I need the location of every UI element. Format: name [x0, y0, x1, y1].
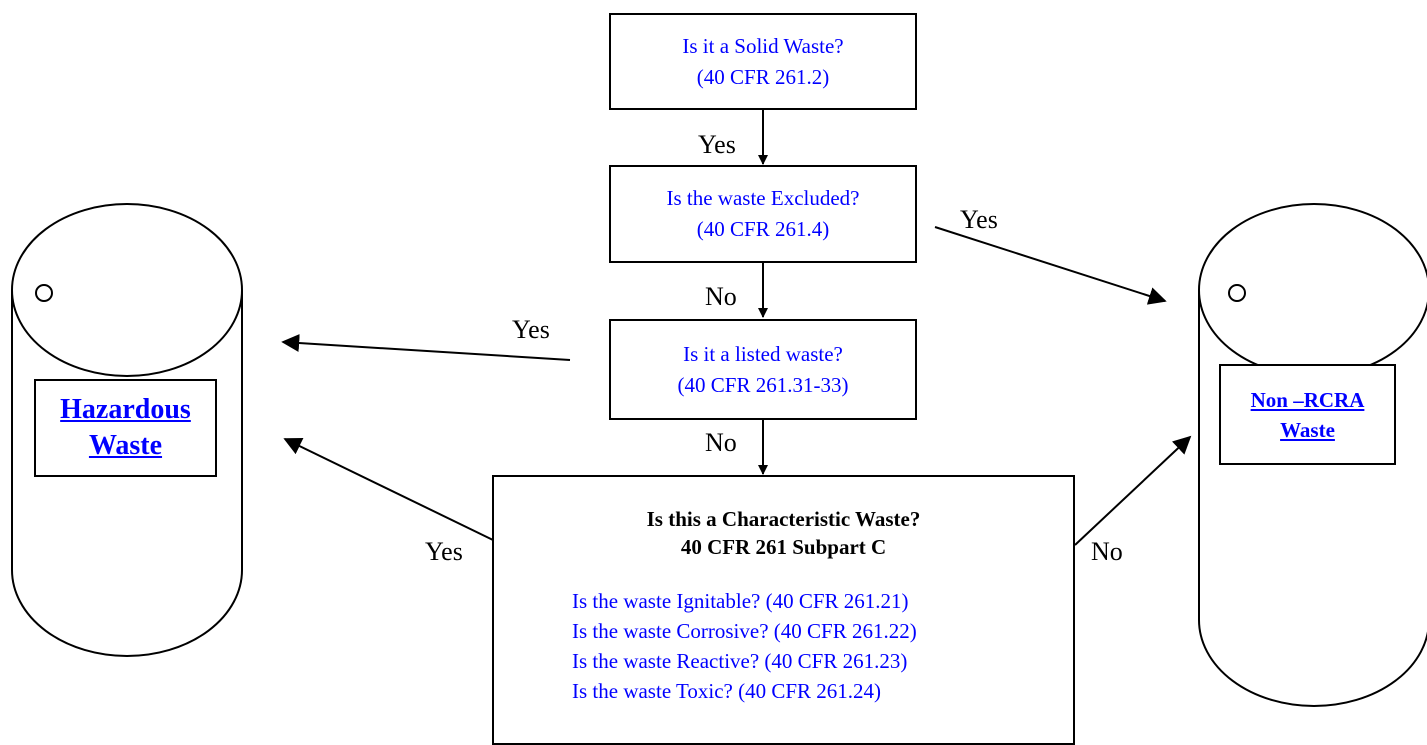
excluded-question: Is the waste Excluded?: [666, 186, 860, 210]
solid-waste-question: Is it a Solid Waste?: [682, 33, 844, 58]
edge-label-characteristic-to-hazardous: Yes: [425, 537, 463, 566]
arrow-characteristic-to-hazardous: [283, 437, 494, 541]
characteristic-question-box: Is this a Characteristic Waste? 40 CFR 2…: [492, 475, 1075, 745]
characteristic-question-list: Is the waste Ignitable? (40 CFR 261.21) …: [572, 586, 917, 706]
hazardous-waste-line1: Hazardous: [60, 394, 191, 425]
non-rcra-waste-line1: Non –RCRA: [1250, 387, 1365, 412]
excluded-question-box: Is the waste Excluded? (40 CFR 261.4): [609, 165, 917, 263]
solid-waste-question-box: Is it a Solid Waste? (40 CFR 261.2): [609, 13, 917, 110]
excluded-citation: (40 CFR 261.4): [696, 217, 830, 241]
edge-label-listed-to-hazardous: Yes: [512, 315, 550, 344]
ignitable-question: Is the waste Ignitable? (40 CFR 261.21): [572, 589, 909, 613]
arrow-listed-to-hazardous: [281, 334, 571, 361]
edge-label-excluded-to-listed: No: [705, 282, 737, 311]
drum-bung-icon: [1228, 284, 1246, 302]
hazardous-waste-link[interactable]: Hazardous Waste: [34, 379, 217, 477]
hazardous-waste-line2: Waste: [88, 430, 163, 461]
drum-bung-icon: [35, 284, 53, 302]
arrow-characteristic-to-nonrcra: [1074, 435, 1192, 546]
listed-question-box: Is it a listed waste? (40 CFR 261.31-33): [609, 319, 917, 420]
listed-question: Is it a listed waste?: [683, 341, 843, 366]
toxic-question: Is the waste Toxic? (40 CFR 261.24): [572, 679, 882, 703]
solid-waste-citation: (40 CFR 261.2): [696, 64, 830, 89]
edge-label-solid-to-excluded: Yes: [698, 130, 736, 159]
reactive-question: Is the waste Reactive? (40 CFR 261.23): [572, 649, 908, 673]
characteristic-title: Is this a Characteristic Waste?: [646, 507, 921, 531]
arrow-excluded-to-nonrcra: [934, 226, 1167, 305]
edge-label-excluded-to-nonrcra: Yes: [960, 205, 998, 234]
edge-label-listed-to-characteristic: No: [705, 428, 737, 457]
corrosive-question: Is the waste Corrosive? (40 CFR 261.22): [572, 619, 917, 643]
non-rcra-waste-link[interactable]: Non –RCRA Waste: [1219, 364, 1396, 465]
listed-citation: (40 CFR 261.31-33): [677, 372, 849, 397]
characteristic-citation: 40 CFR 261 Subpart C: [680, 535, 887, 559]
edge-label-characteristic-to-nonrcra: No: [1091, 537, 1123, 566]
non-rcra-waste-line2: Waste: [1280, 417, 1335, 442]
